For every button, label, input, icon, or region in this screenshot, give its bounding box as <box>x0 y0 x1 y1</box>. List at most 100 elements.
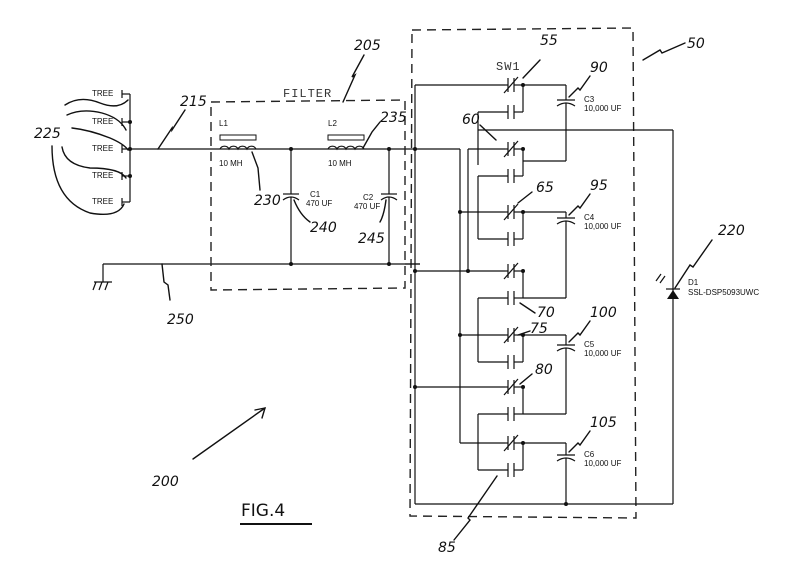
ref-215: 215 <box>180 94 207 110</box>
contact-slash <box>503 76 519 94</box>
ground-icon <box>92 264 112 291</box>
ref-leader <box>161 263 171 301</box>
svg-text:C1: C1 <box>310 190 321 199</box>
switch-pair <box>478 140 525 183</box>
ref-leader <box>157 109 186 150</box>
inductor-L1: L1 10 MH <box>219 119 257 168</box>
switch-pair <box>478 76 525 119</box>
ref-arrow <box>522 59 541 79</box>
inductor-L2: L2 10 MH <box>327 119 365 168</box>
ref-arrow <box>479 124 497 141</box>
filter-title: FILTER <box>283 87 332 101</box>
contact-slash <box>503 262 519 280</box>
svg-text:SSL-DSP5093UWC: SSL-DSP5093UWC <box>688 288 759 297</box>
ref-arrow <box>453 475 498 541</box>
ref-85: 85 <box>438 540 456 556</box>
ref-arrow <box>192 407 266 460</box>
ref-55: 55 <box>540 33 558 49</box>
contact-slash <box>503 140 519 158</box>
ref-leader <box>568 320 591 343</box>
ref-arrow <box>519 302 536 314</box>
ref-240: 240 <box>310 220 337 236</box>
filter-boundary <box>210 99 406 291</box>
ref-leader <box>362 121 381 149</box>
svg-text:L2: L2 <box>328 119 337 128</box>
tree-sources: TREE TREE TREE TREE TREE 225 <box>34 89 132 216</box>
sw1-label: SW1 <box>496 60 521 74</box>
capacitor-C2: C2 470 UF <box>354 147 398 266</box>
switch-pair <box>478 203 525 246</box>
ref-arrow <box>519 373 533 385</box>
ref-leader <box>379 199 387 223</box>
ref-245: 245 <box>358 231 385 247</box>
ref-230: 230 <box>254 193 281 209</box>
switch-contacts <box>477 76 525 477</box>
capacitor-C1: C1 470 UF <box>282 147 332 266</box>
capacitor-ref: 105 <box>590 415 617 431</box>
ref-70: 70 <box>537 305 555 321</box>
capacitor-value: 10,000 UF <box>584 222 621 231</box>
tree-source-1: TREE <box>92 89 130 98</box>
contact-slash <box>503 203 519 221</box>
filter-block: FILTER 205 L1 10 MH 230 L2 10 MH 235 <box>210 38 407 291</box>
tree-label: TREE <box>92 89 113 98</box>
tree-label: TREE <box>92 197 113 206</box>
ref-220: 220 <box>718 223 745 239</box>
svg-text:470 UF: 470 UF <box>354 202 380 211</box>
ref-250: 250 <box>167 312 194 328</box>
led-D1: D1 SSL-DSP5093UWC 220 <box>635 129 759 504</box>
tree-label: TREE <box>92 117 113 126</box>
capacitor-ref: 100 <box>590 305 617 321</box>
ref-leader <box>674 239 713 289</box>
tree-source-5: TREE <box>92 197 130 206</box>
ref-75: 75 <box>530 321 548 337</box>
capacitor-name: C3 <box>584 95 595 104</box>
ref-leader <box>64 98 129 107</box>
ref-50: 50 <box>687 36 705 52</box>
svg-text:C2: C2 <box>363 193 374 202</box>
svg-text:D1: D1 <box>688 278 699 287</box>
switch-pair <box>478 434 525 477</box>
ref-235: 235 <box>380 110 407 126</box>
ref-225: 225 <box>34 126 61 142</box>
switch-pair <box>478 378 525 421</box>
ref-leader <box>251 151 261 191</box>
ref-80: 80 <box>535 362 553 378</box>
ref-leader <box>342 54 365 103</box>
ref-leader <box>66 110 127 131</box>
ref-leader <box>568 75 591 98</box>
capacitor-name: C5 <box>584 340 595 349</box>
ref-leader <box>642 42 686 61</box>
ref-leader <box>51 145 125 216</box>
ref-leader <box>568 430 591 453</box>
figure-title: FIG.4 <box>241 501 285 521</box>
svg-text:L1: L1 <box>219 119 228 128</box>
contact-slash <box>503 326 519 344</box>
ref-205: 205 <box>354 38 381 54</box>
svg-text:470 UF: 470 UF <box>306 199 332 208</box>
switch-pair <box>478 262 525 305</box>
capacitor-ref: 95 <box>590 178 608 194</box>
diode-icon <box>667 290 679 299</box>
capacitor-value: 10,000 UF <box>584 459 621 468</box>
tree-label: TREE <box>92 171 113 180</box>
capacitor-value: 10,000 UF <box>584 104 621 113</box>
ref-leader <box>293 199 311 223</box>
capacitor-name: C4 <box>584 213 595 222</box>
ref-leader <box>568 193 591 216</box>
ref-200: 200 <box>152 474 179 490</box>
tree-label: TREE <box>92 144 113 153</box>
ref-arrow <box>517 191 533 204</box>
ref-arrow <box>517 330 531 336</box>
svg-text:10 MH: 10 MH <box>328 159 352 168</box>
capacitor-value: 10,000 UF <box>584 349 621 358</box>
contact-slash <box>503 434 519 452</box>
ref-60: 60 <box>462 112 480 128</box>
svg-text:10 MH: 10 MH <box>219 159 243 168</box>
